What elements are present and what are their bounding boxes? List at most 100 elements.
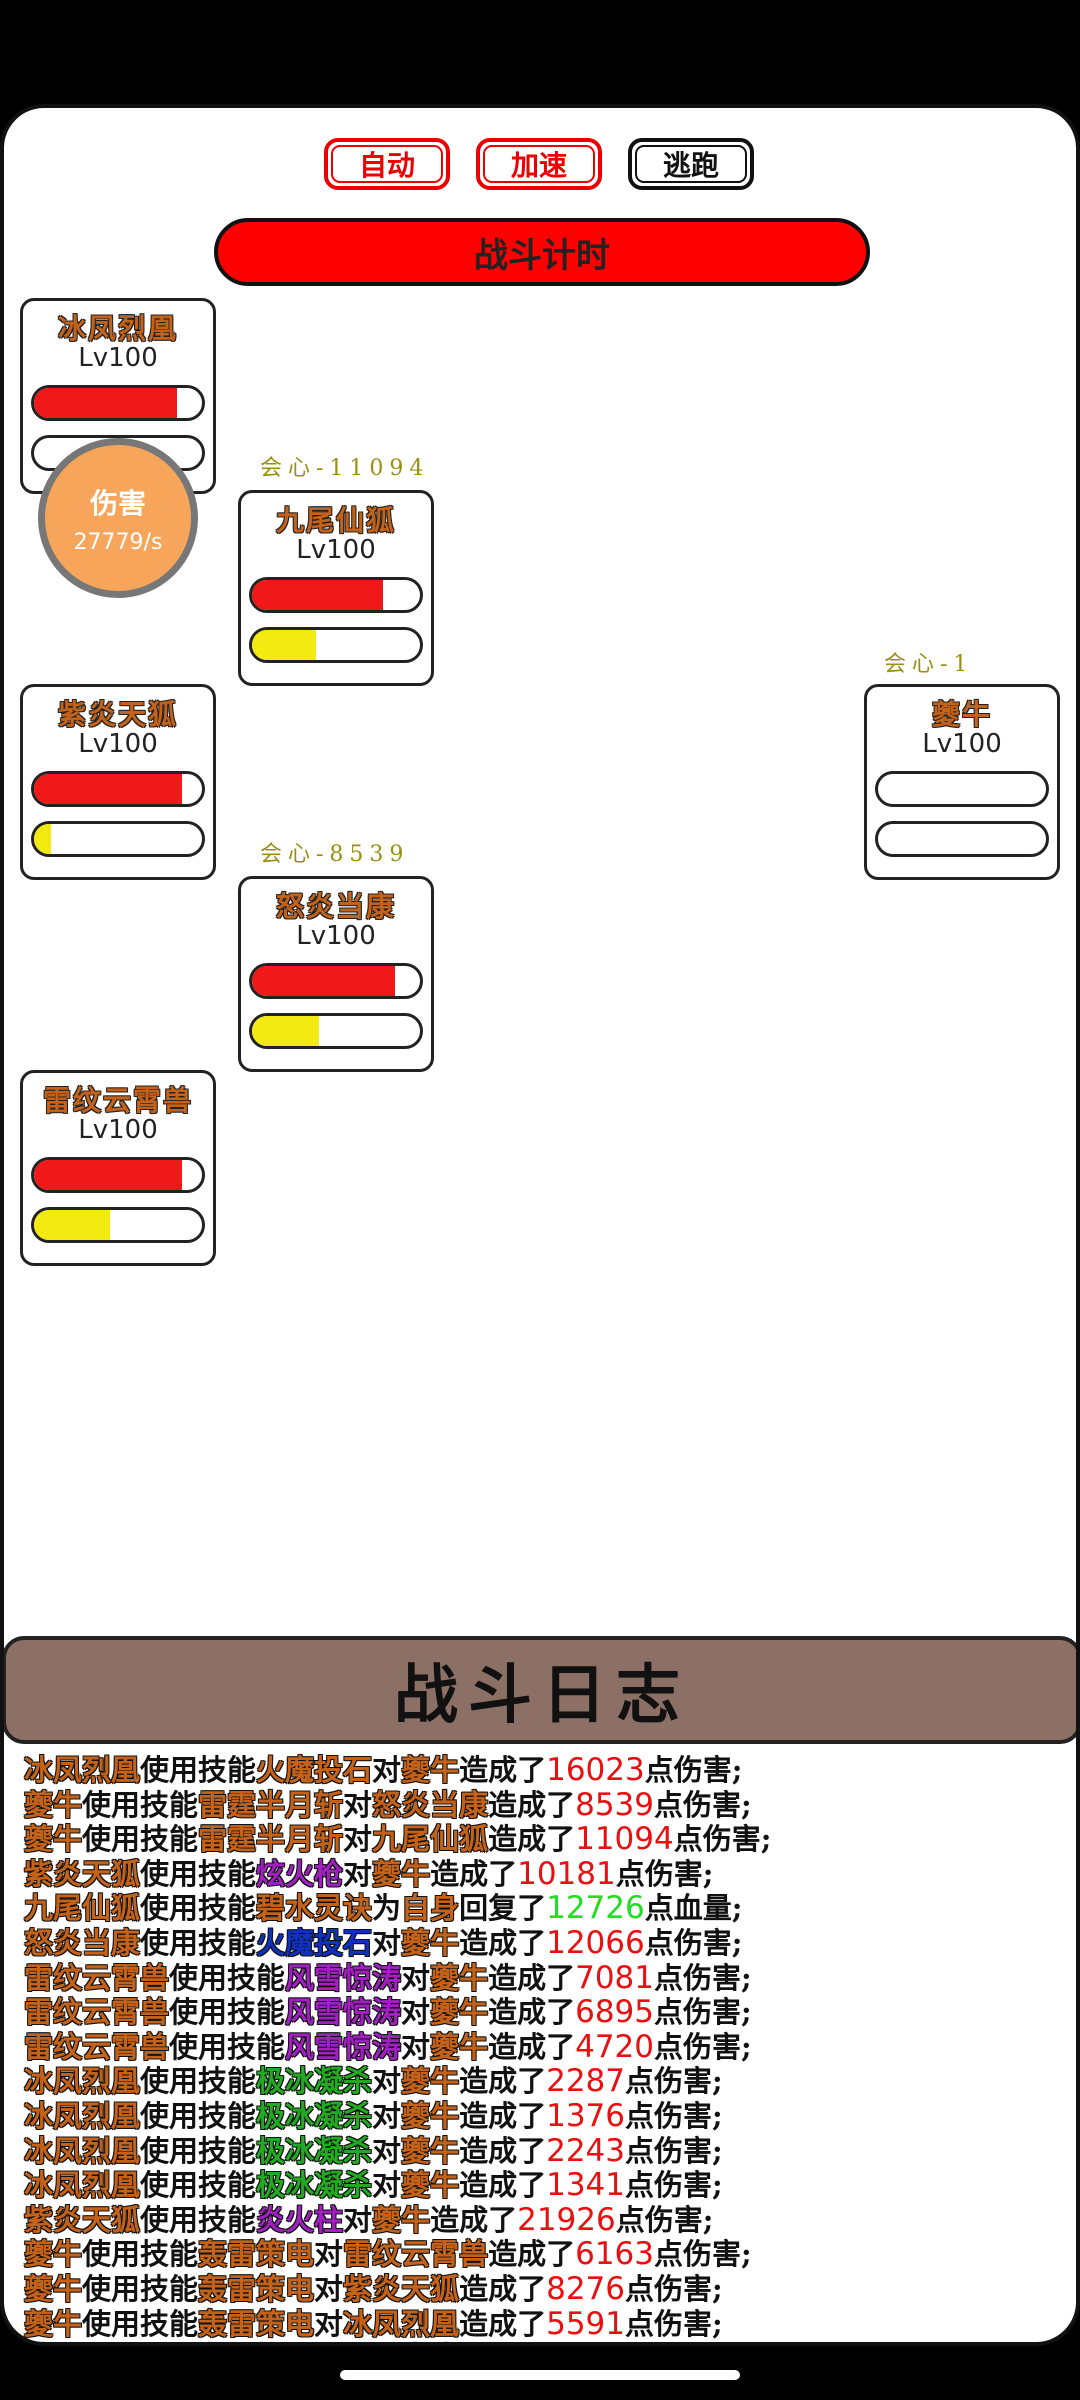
battle-timer-bar: 战斗计时 (214, 218, 870, 286)
log-text: 使用技能 (82, 2341, 198, 2342)
log-text: 使用技能 (82, 1822, 199, 1857)
log-actor: 雷纹云霄兽 (24, 1960, 170, 1995)
log-text: 点伤害; (625, 2306, 723, 2341)
log-value: 8539 (575, 1786, 654, 1823)
energy-bar (31, 1207, 205, 1243)
ally-card-0[interactable]: 冰凤烈凰 Lv100 (20, 298, 216, 494)
log-text: 造成了 (459, 2064, 547, 2099)
log-text: 点伤害; (654, 1787, 752, 1822)
energy-bar-fill (252, 1016, 320, 1046)
log-text: 点伤害; (615, 2202, 714, 2237)
hp-bar-fill (252, 966, 395, 996)
log-text: 点伤害; (625, 2098, 723, 2133)
hp-bar (249, 963, 423, 999)
log-text: 造成了 (459, 2306, 547, 2341)
log-text: 使用技能 (82, 2306, 199, 2341)
log-actor: 夔牛 (24, 2306, 83, 2341)
log-text: 造成了 (459, 1753, 547, 1787)
log-line: 冰凤烈凰使用技能极冰凝杀对夔牛造成了2287点伤害; (24, 2064, 1064, 2099)
log-text: 使用技能 (140, 2202, 257, 2237)
log-target: 夔牛 (401, 2133, 460, 2168)
log-text: 对 (314, 2306, 344, 2341)
log-text: 对 (314, 2271, 344, 2306)
log-text: 对 (372, 2133, 402, 2168)
log-skill: 极冰凝杀 (256, 2133, 373, 2168)
speed-button-label: 加速 (510, 149, 567, 182)
log-line: 冰凤烈凰使用技能极冰凝杀对夔牛造成了1376点伤害; (24, 2099, 1064, 2134)
log-text: 回复了 (459, 1891, 547, 1926)
log-value: 2243 (546, 2132, 625, 2169)
battle-log[interactable]: 冰凤烈凰使用技能火魔投石对夔牛造成了16023点伤害;夔牛使用技能雷霆半月斩对怒… (24, 1753, 1064, 2342)
log-value: 12066 (546, 1924, 645, 1961)
log-text: 造成了 (488, 2029, 576, 2064)
hp-bar (249, 577, 423, 613)
log-text: 使用技能 (82, 1787, 199, 1822)
log-value: 2287 (546, 2063, 625, 2100)
log-actor: 夔牛 (24, 2237, 83, 2272)
log-text: 对 (343, 1822, 373, 1857)
log-target: 紫炎天狐 (343, 2271, 460, 2306)
hp-bar (31, 771, 205, 807)
speed-button[interactable]: 加速 (476, 138, 602, 190)
ally-card-3[interactable]: 怒炎当康 Lv100 (238, 876, 434, 1072)
log-text: 对 (372, 2098, 402, 2133)
log-skill: 火魔投石 (256, 1925, 373, 1960)
log-skill: 雷霆半月斩 (198, 1787, 344, 1822)
log-text: 造成了 (459, 2133, 547, 2168)
log-text: 使用技能 (169, 1995, 286, 2030)
log-text: 点伤害; (625, 2168, 723, 2203)
crit-popup: 会心-1 (884, 652, 974, 677)
hp-bar (875, 771, 1049, 807)
log-target: 夔牛 (372, 2202, 431, 2237)
log-skill: 轰雷策电 (198, 2271, 315, 2306)
log-skill: 风雪惊涛 (285, 1960, 402, 1995)
log-text: 为 (372, 1891, 402, 1926)
log-value: 4720 (575, 2028, 654, 2065)
log-text: 对 (372, 2168, 402, 2203)
log-target: 九尾仙狐 (372, 1822, 489, 1857)
log-line: 怒炎当康使用技能火魔投石对夔牛造成了12066点伤害; (24, 1926, 1064, 1961)
log-text: 使用技能 (140, 2098, 257, 2133)
auto-button[interactable]: 自动 (324, 138, 450, 190)
log-line: 夔牛使用技能轰雷策电对紫炎天狐造成了8276点伤害; (24, 2272, 1064, 2307)
log-actor: 紫炎天狐 (24, 2202, 141, 2237)
battle-log-title: 战斗日志 (394, 1658, 690, 1733)
log-text: 点伤害; (654, 1995, 752, 2030)
log-text: 使用技能 (140, 2168, 257, 2203)
log-text: 造成了 (430, 1856, 518, 1891)
escape-button[interactable]: 逃跑 (628, 138, 754, 190)
unit-level: Lv100 (78, 729, 158, 759)
battle-log-header: 战斗日志 (4, 1636, 1076, 1744)
auto-button-label: 自动 (358, 149, 415, 182)
log-text: 对 (343, 1856, 373, 1891)
ally-card-4[interactable]: 雷纹云霄兽 Lv100 (20, 1070, 216, 1266)
log-text: 点伤害; (625, 2133, 723, 2168)
ally-card-2[interactable]: 紫炎天狐 Lv100 (20, 684, 216, 880)
log-text: 点血量; (644, 1891, 743, 1926)
log-text: 造成了 (488, 2237, 576, 2272)
hp-bar (31, 385, 205, 421)
log-actor: 冰凤烈凰 (24, 1753, 141, 1787)
log-target: 夔牛 (372, 1856, 431, 1891)
log-actor: 夔牛 (24, 2341, 82, 2342)
unit-name: 紫炎天狐 (57, 698, 178, 731)
log-skill: 雷霆半月斩 (198, 1822, 344, 1857)
log-skill: 轰雷策电 (198, 2306, 315, 2341)
log-target: 夔牛 (401, 1753, 460, 1787)
ally-card-1[interactable]: 九尾仙狐 Lv100 (238, 490, 434, 686)
damage-meter-label: 伤害 (89, 486, 146, 520)
hp-bar-fill (34, 774, 182, 804)
log-skill: 轰雷策电 (198, 2237, 315, 2272)
home-indicator[interactable] (340, 2370, 740, 2380)
log-line: 夔牛使用技能轰雷策电对冰凤烈凰造成了5591点伤害; (24, 2306, 1064, 2342)
log-text: 对 (343, 1787, 373, 1822)
crit-popup: 会心-11094 (260, 456, 430, 481)
log-text: 造成了 (459, 2271, 547, 2306)
log-target: 夔牛 (401, 2098, 460, 2133)
log-text: 造成了 (488, 1960, 576, 1995)
log-text: 造成了 (459, 2098, 547, 2133)
enemy-card-0[interactable]: 夔牛 Lv100 (864, 684, 1060, 880)
log-text: 造成了 (459, 1925, 547, 1960)
log-text: 使用技能 (140, 1856, 257, 1891)
log-target: 夔牛 (430, 2029, 489, 2064)
